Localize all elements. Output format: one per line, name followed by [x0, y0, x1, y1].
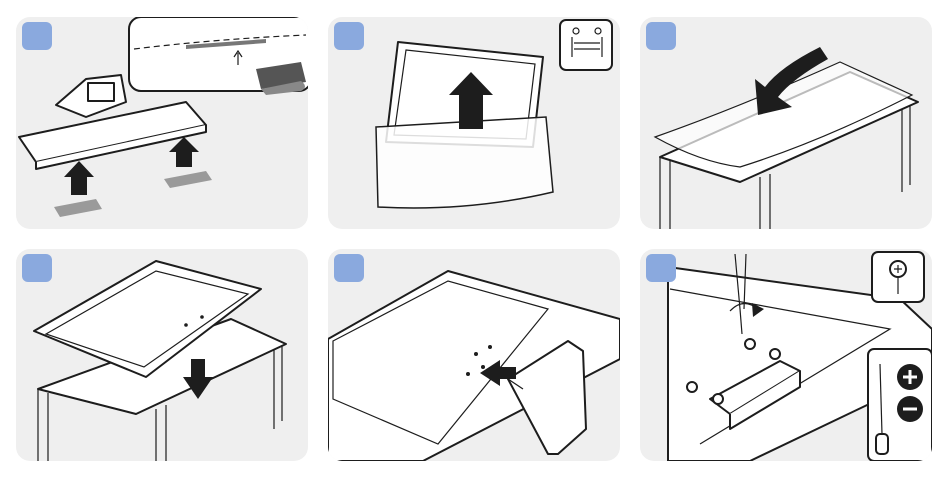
step-2-panel: [328, 17, 620, 229]
two-people-carry-icon: [560, 20, 612, 70]
step-1-panel: [16, 17, 308, 229]
step-5-panel: [328, 249, 620, 461]
step-4-panel: [16, 249, 308, 461]
step-3-badge: [646, 22, 676, 50]
step-2-badge: [334, 22, 364, 50]
step-6-panel: [640, 249, 932, 461]
step-5-badge: [334, 254, 364, 282]
step-6-badge: [646, 254, 676, 282]
step-1-badge: [22, 22, 52, 50]
up-arrow-icon: [64, 161, 94, 195]
step-5-illustration: [328, 249, 620, 461]
step-3-illustration: [640, 17, 932, 229]
step-4-badge: [22, 254, 52, 282]
step-2-illustration: [328, 17, 620, 229]
step-6-illustration: [640, 249, 932, 461]
step-1-illustration: [16, 17, 308, 229]
step-4-illustration: [16, 249, 308, 461]
step-3-panel: [640, 17, 932, 229]
up-arrow-icon: [169, 137, 199, 167]
